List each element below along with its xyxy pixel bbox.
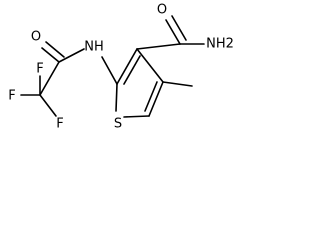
bond-c2-c3-double (123, 55, 141, 85)
bond-carbonyl2-cf3 (39, 61, 60, 96)
bond-cf3-f-bottom (39, 94, 57, 117)
atom-label-fluorine-bottom: F (56, 117, 63, 132)
atom-label-amide-nitrogen: NH2 (206, 37, 234, 52)
carboxamide-group (136, 15, 205, 50)
bond-c3-c4 (136, 48, 164, 83)
atom-label-fluorine-left: F (8, 89, 15, 104)
atom-label-fluorine-top: F (36, 62, 43, 77)
bond-carbonyl-o (165, 19, 181, 45)
atom-label-ring-sulfur: S (114, 117, 122, 132)
atom-label-imide-oxygen: O (31, 30, 41, 45)
bond-c4-c5-double (144, 81, 158, 112)
bond-carbonyl-o-double (171, 15, 187, 41)
bond-c2-c3 (116, 48, 138, 85)
bond-c4-c5 (148, 81, 164, 117)
trifluoroacetamide-group (20, 41, 118, 117)
bond-c5-s (123, 115, 150, 118)
bond-c2-nh (101, 56, 118, 85)
bond-nh-carbonyl (58, 48, 85, 63)
thiophene-ring (115, 48, 164, 118)
atom-label-amide-nh: NH (84, 40, 104, 55)
bond-s-c2 (115, 83, 118, 112)
bond-carbonyl2-o-double (45, 41, 65, 58)
bond-c4-methyl (162, 81, 193, 87)
bond-c3-carbonyl (136, 43, 181, 50)
bond-carbonyl2-o (41, 47, 60, 63)
atom-label-amide-oxygen: O (157, 3, 167, 18)
chemical-structure-diagram: O NH2 O NH F F F S (8, 3, 234, 132)
